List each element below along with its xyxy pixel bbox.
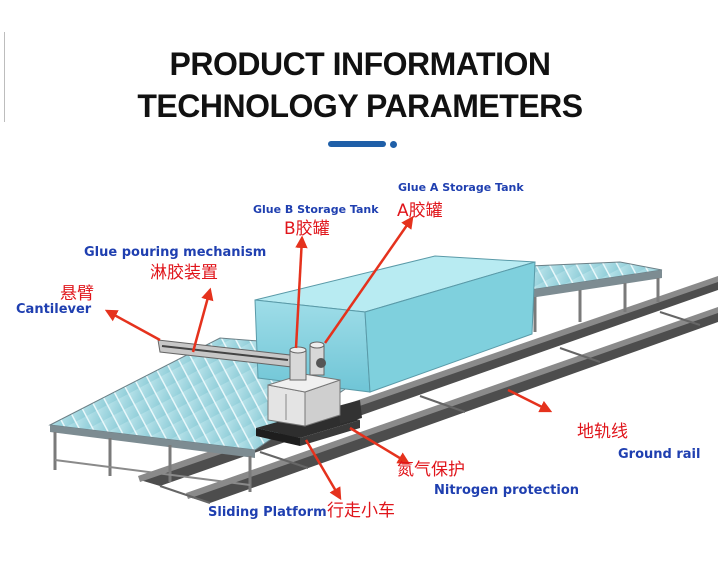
- label-rail-en: Ground rail: [618, 447, 700, 462]
- label-platform-cn: 行走小车: [327, 501, 395, 521]
- label-cantilever-en: Cantilever: [16, 302, 92, 317]
- glue-machine: [267, 341, 341, 427]
- label-glue-b-cn: B胶罐: [284, 219, 330, 239]
- label-pouring-cn: 淋胶装置: [150, 263, 218, 283]
- label-cantilever-cn: 悬臂: [60, 284, 94, 304]
- callout-arrows: [104, 215, 553, 501]
- title-accent-dot: [390, 141, 397, 148]
- page-title-line2: TECHNOLOGY PARAMETERS: [137, 88, 583, 124]
- label-glue-b-en: Glue B Storage Tank: [253, 203, 379, 216]
- label-glue-a-cn: A胶罐: [397, 201, 443, 221]
- label-nitrogen-cn: 氮气保护: [397, 460, 465, 480]
- label-pouring-en: Glue pouring mechanism: [84, 245, 266, 260]
- label-rail-cn: 地轨线: [577, 422, 628, 442]
- label-nitrogen-en: Nitrogen protection: [434, 483, 579, 498]
- label-glue-a-en: Glue A Storage Tank: [398, 181, 524, 194]
- label-platform-en: Sliding Platform: [208, 505, 327, 520]
- page-title-line1: PRODUCT INFORMATION: [169, 46, 551, 82]
- left-edge-line: [4, 32, 5, 122]
- title-accent-bar: [328, 141, 386, 147]
